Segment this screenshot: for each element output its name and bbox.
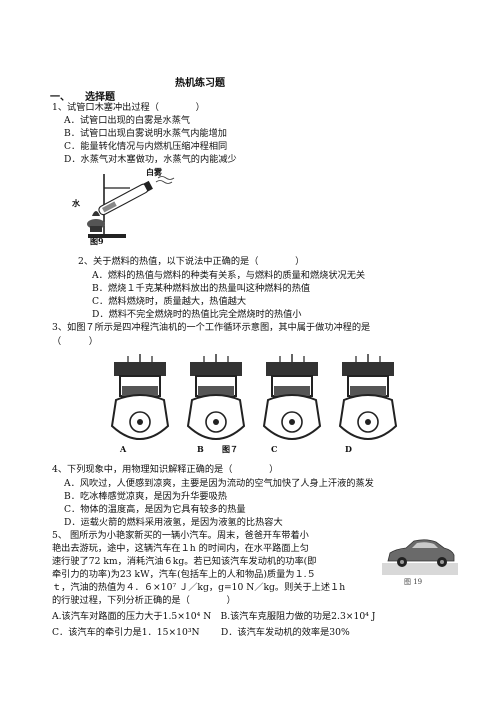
page-title: 热机练习题 [175,78,225,89]
q1-option-c: C．能量转化情况与内燃机压缩冲程相同 [64,141,228,152]
engine-label-b: B [197,444,204,454]
q5-line3: 速行驶了72 km，消耗汽油６kg。若已知该汽车发动机的功率(即 [52,556,317,567]
q4-option-b: B．吃冰棒感觉凉爽，是因为升华要吸热 [64,491,227,502]
q1-option-d: D．水蒸气对木塞做功，水蒸气的内能减少 [64,154,237,165]
q5-options-row1: A.该汽车对路面的压力大于1.5×10⁴ N B.该汽车克服阻力做的功是2.3×… [52,611,376,622]
engine-label-a: A [120,444,127,454]
q3-stem-line1: 3、如图７所示是四冲程汽油机的一个工作循环示意图，其中属于做功冲程的是 [52,322,371,333]
fog-label: 白雾 [146,167,162,177]
q3-stem-line2: （ ） [52,336,98,347]
q2-stem: 2、关于燃料的热值，以下说法中正确的是（ ） [78,256,305,267]
q5-line1: 5、 图所示为小艳家新买的一辆小汽车。周末，爸爸开车带着小 [52,530,309,541]
car-figure [382,539,458,575]
test-tube-figure [87,174,175,238]
q2-option-b: B．燃烧１千克某种燃料放出的热量叫这种燃料的热值 [92,283,311,294]
engine-cycle-figure [110,352,398,441]
figure19-caption: 图 19 [404,578,423,586]
q1-option-a: A．试管口出现的白雾是水蒸气 [64,115,191,126]
figure9-caption: 图9 [90,236,104,246]
q1-option-b: B．试管口出现白雾说明水蒸气内能增加 [64,128,227,139]
q5-line6: 的行驶过程，下列分析正确的是（ ） [52,595,236,606]
q1-stem: 1、试管口木塞冲出过程（ ） [52,102,205,113]
q4-stem: 4、下列现象中，用物理知识解释正确的是（ ） [52,464,279,475]
q2-option-c: C．燃料燃烧时，质量越大，热值越大 [92,296,247,307]
q2-option-a: A．燃料的热值与燃料的种类有关系，与燃料的质量和燃烧状况无关 [92,270,366,281]
engine-label-c: C [271,444,278,454]
q5-line4: 牵引力的功率)为23 kW，汽车(包括车上的人和物品)质量为１.５ [52,569,316,580]
figure7-caption: 图７ [222,444,238,454]
q5-line5: ｔ，汽油的热值为４．６×10⁷ Ｊ／kg，g=10 N／kg。则关于上述１h [52,582,346,593]
q2-option-d: D．燃料不完全燃烧时的热值比完全燃烧时的热值小 [92,309,302,320]
engine-label-d: D [345,444,352,454]
q4-option-a: A．风吹过，人便感到凉爽，主要是因为流动的空气加快了人身上汗液的蒸发 [64,478,374,489]
q5-line2: 艳出去游玩，途中，这辆汽车在１h 的时间内，在水平路面上匀 [52,543,309,554]
water-label: 水 [72,198,80,208]
q4-option-d: D．运载火箭的燃料采用液氢，是因为液氢的比热容大 [64,517,283,528]
q5-options-row2: C．该汽车的牵引力是1．15×10³N D．该汽车发动机的效率是30% [52,627,350,638]
section-heading: 一、 选择题 [50,92,115,103]
q4-option-c: C．物体的温度高，是因为它具有较多的热量 [64,504,246,515]
